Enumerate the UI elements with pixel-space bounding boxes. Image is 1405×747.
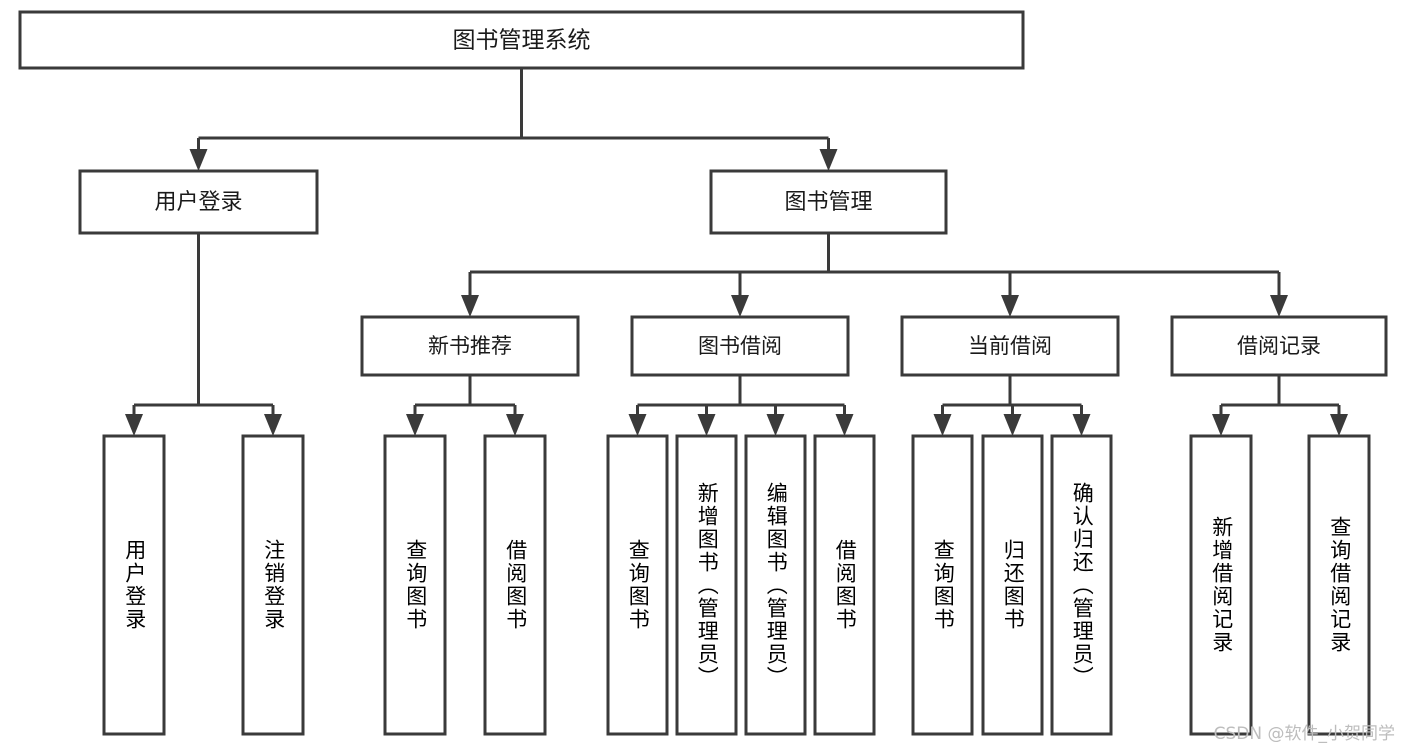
arrow-head-icon-leaf-11: [1212, 414, 1230, 436]
node-leaf-9-box: [981, 434, 1044, 736]
node-level2-1-label: 图书管理: [784, 190, 872, 215]
arrow-head-icon-leaf-3: [506, 414, 524, 436]
arrow-head-icon-leaf-4: [628, 414, 647, 436]
node-leaf-7[interactable]: [813, 434, 876, 736]
node-level3-3-label: 借阅记录: [1237, 334, 1321, 358]
node-leaf-12[interactable]: [1307, 434, 1371, 736]
node-level2-0-label: 用户登录: [154, 190, 242, 215]
node-leaf-5[interactable]: [675, 434, 738, 736]
node-leaf-3-box: [483, 434, 547, 736]
node-leaf-11[interactable]: [1189, 434, 1253, 736]
arrow-head-icon-level3-1: [731, 295, 749, 317]
node-leaf-9[interactable]: [981, 434, 1044, 736]
arrow-head-icon-leaf-8: [933, 414, 952, 436]
arrow-head-icon-level3-0: [461, 295, 479, 317]
node-level3-2-label: 当前借阅: [968, 334, 1052, 358]
arrow-head-icon-level2-0: [189, 149, 208, 171]
node-level3-1[interactable]: 图书借阅: [630, 315, 850, 377]
node-level2-0-box: [78, 169, 319, 235]
arrow-head-icon-leaf-2: [406, 414, 424, 436]
arrow-head-icon-leaf-1: [264, 414, 282, 436]
node-root-box: [18, 10, 1025, 70]
arrow-head-icon-leaf-12: [1330, 414, 1348, 436]
node-leaf-0[interactable]: [102, 434, 166, 736]
arrow-head-icon-leaf-0: [125, 414, 143, 436]
node-level3-2[interactable]: 当前借阅: [900, 315, 1120, 377]
node-level3-0[interactable]: 新书推荐: [360, 315, 580, 377]
node-leaf-12-box: [1307, 434, 1371, 736]
node-leaf-8-box: [911, 434, 974, 736]
node-leaf-2[interactable]: [383, 434, 447, 736]
node-level3-3[interactable]: 借阅记录: [1170, 315, 1388, 377]
arrow-head-icon-leaf-10: [1072, 414, 1091, 436]
node-leaf-11-box: [1189, 434, 1253, 736]
node-leaf-6-box: [744, 434, 807, 736]
arrow-head-icon-level3-3: [1270, 295, 1288, 317]
node-root-label: 图书管理系统: [453, 28, 591, 54]
node-root[interactable]: 图书管理系统: [18, 10, 1025, 70]
node-level2-1[interactable]: 图书管理: [709, 169, 948, 235]
node-leaf-2-box: [383, 434, 447, 736]
arrow-head-icon-leaf-5: [697, 414, 716, 436]
node-leaf-1-box: [241, 434, 305, 736]
node-leaf-5-box: [675, 434, 738, 736]
watermark-text: CSDN @软件_小贺同学: [1213, 724, 1395, 744]
node-level3-3-box: [1170, 315, 1388, 377]
arrow-head-icon-level2-1: [819, 149, 838, 171]
arrow-head-icon-leaf-7: [835, 414, 854, 436]
node-leaf-10-box: [1050, 434, 1113, 736]
arrow-head-icon-level3-2: [1001, 295, 1019, 317]
arrow-head-icon-leaf-9: [1003, 414, 1022, 436]
node-level3-1-label: 图书借阅: [698, 334, 782, 358]
node-leaf-10[interactable]: [1050, 434, 1113, 736]
node-leaf-7-box: [813, 434, 876, 736]
node-level2-1-box: [709, 169, 948, 235]
node-leaf-8[interactable]: [911, 434, 974, 736]
node-leaf-6[interactable]: [744, 434, 807, 736]
node-level3-0-label: 新书推荐: [428, 334, 512, 358]
node-leaf-0-box: [102, 434, 166, 736]
node-leaf-3[interactable]: [483, 434, 547, 736]
node-leaf-1[interactable]: [241, 434, 305, 736]
node-level2-0[interactable]: 用户登录: [78, 169, 319, 235]
node-leaf-4-box: [606, 434, 669, 736]
node-leaf-4[interactable]: [606, 434, 669, 736]
arrow-head-icon-leaf-6: [766, 414, 785, 436]
